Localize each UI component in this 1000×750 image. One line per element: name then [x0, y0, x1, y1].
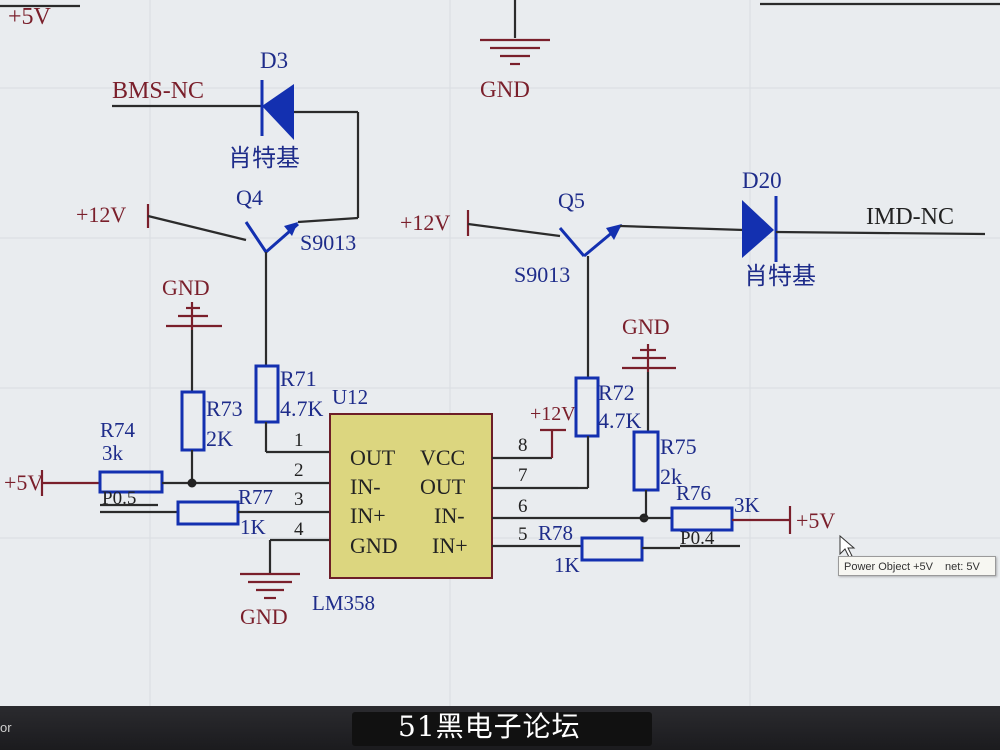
net-label-imd-nc: IMD-NC	[866, 204, 954, 230]
net-label-12v-u12: +12V	[530, 403, 576, 425]
r76-ref: R76	[676, 481, 711, 505]
r74-ref: R74	[100, 418, 136, 442]
q4-ref: Q4	[236, 185, 263, 210]
gnd-label-r75: GND	[622, 314, 670, 339]
d20-value: 肖特基	[744, 263, 816, 290]
junction-dot-left	[187, 478, 197, 488]
u12-pin-name-out-right: OUT	[420, 474, 466, 499]
r72-ref: R72	[598, 380, 635, 405]
u12-part: LM358	[312, 591, 375, 615]
transistor-q5[interactable]	[558, 224, 622, 258]
watermark: 51黑电子论坛	[398, 710, 581, 743]
q4-value: S9013	[300, 230, 356, 255]
u12-pin-name-out-left: OUT	[350, 445, 396, 470]
u12-pin-name-in-minus-left: IN-	[350, 474, 381, 499]
gnd-label-top: GND	[480, 77, 530, 102]
r71-value: 4.7K	[280, 396, 324, 421]
r72-value: 4.7K	[598, 408, 642, 433]
r78-value: 1K	[554, 553, 580, 577]
gnd-symbol-bottom	[240, 572, 300, 600]
d20-ref: D20	[742, 168, 782, 193]
u12-ref: U12	[332, 385, 368, 409]
r73-value: 2K	[206, 426, 233, 451]
q5-ref: Q5	[558, 188, 585, 213]
u12-pin-2: 2	[294, 460, 304, 481]
gnd-symbol-top	[480, 38, 550, 66]
r77-value: 1K	[240, 515, 266, 539]
u12-pin-6: 6	[518, 496, 528, 517]
net-label-12v-q5: +12V	[400, 210, 450, 235]
q5-value: S9013	[514, 262, 570, 287]
r77-ref: R77	[238, 485, 273, 509]
d3-ref: D3	[260, 48, 288, 73]
u12-pin-3: 3	[294, 489, 304, 510]
u12-pin-8: 8	[518, 435, 528, 456]
transistor-q4[interactable]	[244, 221, 299, 254]
gnd-symbol-r73	[166, 302, 222, 330]
probe-p04: P0.4	[680, 528, 715, 549]
u12-pin-4: 4	[294, 519, 304, 540]
net-label-12v-q4: +12V	[76, 202, 126, 227]
r71-ref: R71	[280, 366, 317, 391]
u12-pin-name-in-plus-right: IN+	[432, 533, 468, 558]
taskbar-fragment[interactable]: or	[0, 720, 12, 735]
net-label-5v-left: +5V	[4, 470, 43, 495]
tooltip-object: Power Object +5V	[844, 561, 933, 573]
gnd-label-r73: GND	[162, 275, 210, 300]
r75-value: 2k	[660, 464, 682, 489]
u12-pin-name-gnd: GND	[350, 533, 398, 558]
ic-u12-lm358[interactable]	[329, 413, 493, 579]
probe-p05: P0.5	[102, 488, 136, 509]
u12-pin-1: 1	[294, 430, 304, 451]
gnd-symbol-r75	[622, 344, 676, 372]
r73-ref: R73	[206, 396, 243, 421]
r78-ref: R78	[538, 521, 573, 545]
tooltip-net: net: 5V	[944, 561, 980, 573]
diode-d3[interactable]	[260, 80, 294, 140]
u12-pin-name-in-plus-left: IN+	[350, 503, 386, 528]
taskbar-slot	[352, 712, 652, 746]
r76-value: 3K	[734, 493, 760, 517]
hover-tooltip: Power Object +5V net: 5V	[838, 556, 996, 576]
r75-ref: R75	[660, 434, 697, 459]
u12-pin-name-in-minus-right: IN-	[434, 503, 465, 528]
gnd-label-bottom: GND	[240, 604, 288, 629]
net-label-5v-right: +5V	[796, 508, 835, 533]
d3-value: 肖特基	[228, 145, 300, 172]
diode-d20[interactable]	[742, 196, 778, 262]
r74-value: 3k	[102, 441, 124, 465]
u12-pin-name-vcc: VCC	[420, 445, 465, 470]
bottom-bar: or	[0, 706, 1000, 750]
net-label-bms-nc: BMS-NC	[112, 78, 204, 104]
u12-pin-7: 7	[518, 465, 528, 486]
u12-pin-5: 5	[518, 524, 528, 545]
net-label-5v-top: +5V	[8, 4, 52, 30]
